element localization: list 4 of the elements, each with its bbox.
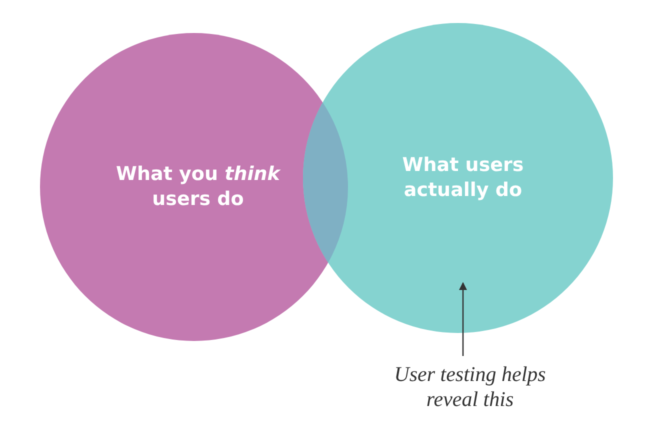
circle-label: What users actually do: [401, 153, 525, 203]
arrow: [459, 282, 467, 356]
annotation-text: User testing helps reveal this: [394, 362, 546, 412]
circle-label: What you think users do: [115, 162, 282, 212]
